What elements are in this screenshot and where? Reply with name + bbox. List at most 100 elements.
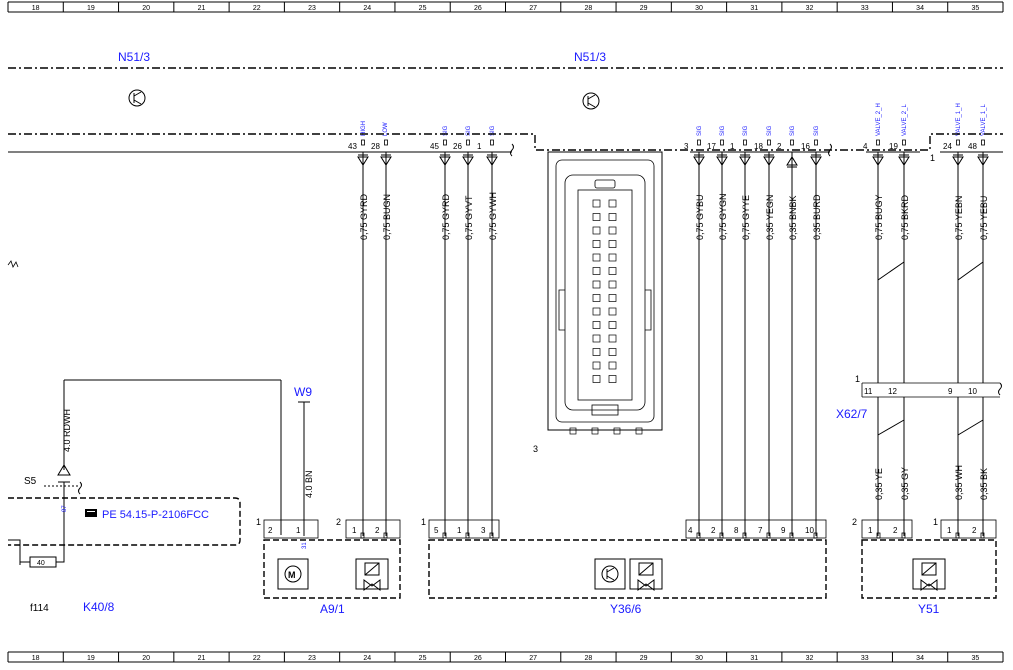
pin-label-high: HIGH bbox=[361, 121, 367, 136]
k40-area: 4.0 RDWH S5 87 PE 54.15-P-2106FCC 40 f11… bbox=[8, 379, 282, 614]
ecu-pin-number: 45 bbox=[430, 142, 439, 151]
ruler-column-label: 20 bbox=[142, 655, 150, 662]
ruler-column-label: 34 bbox=[916, 5, 924, 12]
ecu-pin-number: 28 bbox=[371, 142, 380, 151]
pin-label-sig: SIG bbox=[743, 125, 749, 136]
ruler-column-label: 34 bbox=[916, 655, 924, 662]
ruler-column-label: 29 bbox=[640, 5, 648, 12]
component-pin-number: 1 bbox=[457, 526, 462, 535]
wire-color-label: 0,75 GYVT bbox=[464, 195, 474, 240]
s5-label: S5 bbox=[24, 476, 37, 487]
component-pin-number: 5 bbox=[434, 526, 439, 535]
wire-color-label: 0,75 GYGN bbox=[718, 193, 728, 240]
component-pin-number: 10 bbox=[805, 526, 814, 535]
ruler-column-label: 21 bbox=[198, 655, 206, 662]
svg-text:M: M bbox=[288, 570, 296, 580]
y36-label: Y36/6 bbox=[610, 602, 642, 616]
ecu-side-pin: 1 bbox=[930, 153, 935, 163]
ruler-column-label: 33 bbox=[861, 655, 869, 662]
pin-direction-arrow bbox=[977, 156, 989, 166]
ecu-pin-number: 18 bbox=[754, 142, 763, 151]
ecu-pin-socket bbox=[720, 139, 724, 146]
component-pin-number: 4 bbox=[688, 526, 693, 535]
pin-direction-arrow bbox=[439, 156, 451, 166]
pin-direction-arrow bbox=[872, 156, 884, 166]
fuse-value: 40 bbox=[37, 560, 45, 567]
wire-label-4rdwh: 4.0 RDWH bbox=[62, 409, 72, 452]
wire-color-label: 0,35 GY bbox=[900, 467, 910, 500]
wire-color-label: 0,75 GYRD bbox=[441, 193, 451, 240]
handwritten-mark bbox=[7, 260, 19, 268]
w9-label: W9 bbox=[294, 385, 312, 399]
a9-component: 2 M A9/1 bbox=[263, 517, 401, 616]
x62-pin: 12 bbox=[888, 387, 897, 396]
ecu-pin-number: 26 bbox=[453, 142, 462, 151]
wire-color-label: 0,75 BUGN bbox=[382, 194, 392, 240]
ecu-pin-number: 48 bbox=[968, 142, 977, 151]
component-pin-number: 3 bbox=[481, 526, 486, 535]
k40-label: K40/8 bbox=[83, 600, 115, 614]
pin-label-sig: SIG bbox=[490, 125, 496, 136]
ruler-column-label: 23 bbox=[308, 5, 316, 12]
ecu-pin-socket bbox=[814, 139, 818, 146]
ruler-column-label: 26 bbox=[474, 5, 482, 12]
y36-component: 1 Y36/6 bbox=[421, 517, 827, 616]
wire-color-label: 0,35 BK bbox=[979, 468, 989, 500]
a9-box-label: 2 bbox=[336, 517, 341, 527]
motor-icon: M bbox=[277, 558, 309, 590]
ruler-column-label: 28 bbox=[585, 5, 593, 12]
ruler-column-label: 23 bbox=[308, 655, 316, 662]
ecu-pin-socket bbox=[490, 139, 494, 146]
ecu-pin-number: 3 bbox=[684, 142, 689, 151]
x62-pin: 9 bbox=[948, 387, 953, 396]
ruler-column-label: 32 bbox=[806, 655, 814, 662]
x62-pin: 10 bbox=[968, 387, 977, 396]
pin-label-sig: SIG bbox=[814, 125, 820, 136]
y51-box-label: 1 bbox=[933, 517, 938, 527]
pin-label-low: LOW bbox=[383, 122, 389, 136]
wire-label-4bn: 4.0 BN bbox=[304, 470, 314, 498]
ruler-column-label: 21 bbox=[198, 5, 206, 12]
ecu-pin-socket bbox=[697, 139, 701, 146]
pin-direction-arrow bbox=[898, 156, 910, 166]
ecu-pin-socket bbox=[876, 139, 880, 146]
ruler-column-label: 31 bbox=[750, 5, 758, 12]
ruler-column-label: 28 bbox=[585, 655, 593, 662]
wire-color-label: 0,75 GYBU bbox=[695, 194, 705, 240]
component-pin-number: 2 bbox=[972, 526, 977, 535]
wire-color-label: 0,35 YEGN bbox=[765, 195, 775, 240]
ecu-pin-socket bbox=[981, 139, 985, 146]
ecu-pin-number: 1 bbox=[730, 142, 735, 151]
ruler-column-label: 24 bbox=[363, 5, 371, 12]
ruler-column-label: 25 bbox=[419, 655, 427, 662]
ecu-pin-socket bbox=[767, 139, 771, 146]
k40-pin-87: 87 bbox=[62, 505, 68, 512]
ruler-column-label: 30 bbox=[695, 655, 703, 662]
wire-color-label: 0,35 BURD bbox=[812, 194, 822, 240]
ruler-column-label: 18 bbox=[32, 5, 40, 12]
ruler-column-label: 27 bbox=[529, 655, 537, 662]
pin-signal-labels: HIGH LOW SIG SIG SIG SIG SIG SIG SIG SIG… bbox=[361, 103, 987, 136]
pin-direction-arrow bbox=[810, 156, 822, 166]
ruler-column-label: 22 bbox=[253, 5, 261, 12]
reference-link[interactable]: PE 54.15-P-2106FCC bbox=[102, 509, 209, 521]
ecu-pin-number: 24 bbox=[943, 142, 952, 151]
ruler-column-label: 22 bbox=[253, 655, 261, 662]
k40-pin-1: 1 bbox=[296, 526, 301, 535]
component-pin-number: 1 bbox=[868, 526, 873, 535]
wire-color-label: 0,75 GYWH bbox=[488, 192, 498, 240]
pin-direction-arrow bbox=[763, 156, 775, 166]
ecu-label-left: N51/3 bbox=[118, 50, 150, 64]
valve-icon bbox=[629, 558, 663, 591]
ruler-column-label: 18 bbox=[32, 655, 40, 662]
pin-direction-arrow bbox=[952, 156, 964, 166]
wave-mark bbox=[828, 143, 832, 157]
y51-label: Y51 bbox=[918, 602, 940, 616]
ecu-label-right: N51/3 bbox=[574, 50, 606, 64]
pin-direction-arrow bbox=[462, 156, 474, 166]
